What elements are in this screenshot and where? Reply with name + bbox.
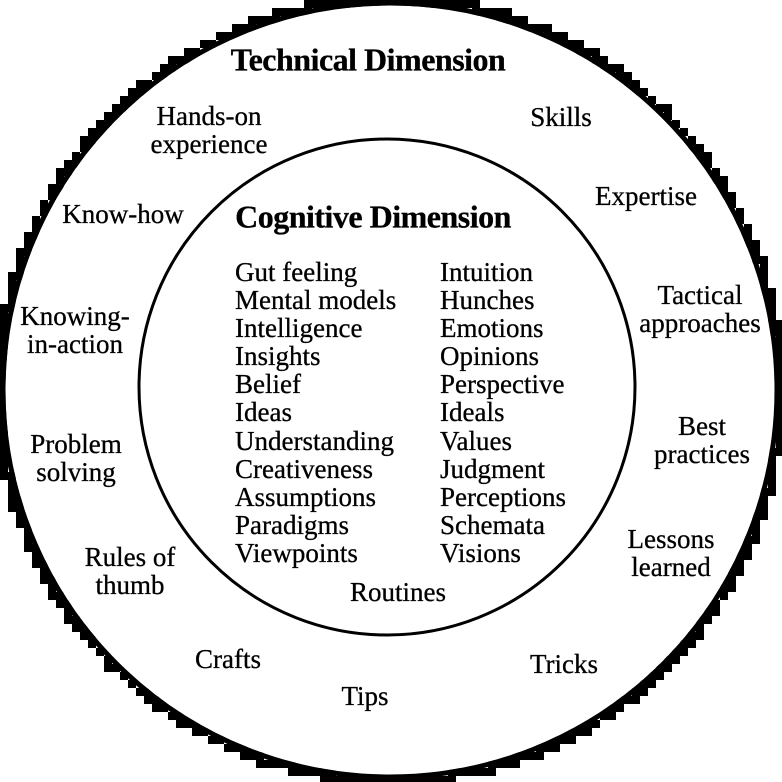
outer-label-expertise: Expertise	[595, 181, 697, 211]
cognitive-item: Creativeness	[235, 453, 373, 484]
cognitive-item: Assumptions	[235, 481, 377, 512]
outer-label-know-how: Know-how	[62, 199, 184, 229]
outer-label-rules-of-thumb: Rules of thumb	[84, 542, 176, 600]
cognitive-item: Values	[440, 425, 512, 456]
outer-label-knowing-in-action: Knowing- in-action	[20, 301, 130, 359]
cognitive-item: Emotions	[440, 313, 544, 344]
cognitive-item: Insights	[235, 341, 321, 372]
cognitive-item: Belief	[235, 369, 301, 400]
cognitive-items-right-column: Intuition Hunches Emotions Opinions Pers…	[440, 258, 566, 567]
cognitive-item: Visions	[440, 537, 521, 568]
cognitive-item: Ideals	[440, 397, 505, 428]
inner-circle-title: Cognitive Dimension	[235, 198, 512, 235]
cognitive-item: Perceptions	[440, 481, 566, 512]
cognitive-item: Understanding	[235, 425, 394, 456]
inner-circle	[137, 137, 637, 637]
cognitive-item: Intelligence	[235, 313, 363, 344]
cognitive-item: Hunches	[440, 285, 535, 316]
cognitive-item: Schemata	[440, 509, 545, 540]
outer-label-tactical-approaches: Tactical approaches	[639, 280, 761, 338]
inner-label-routines: Routines	[349, 577, 447, 607]
cognitive-item: Gut feeling	[235, 257, 358, 287]
outer-label-crafts: Crafts	[195, 644, 261, 674]
outer-label-tips: Tips	[341, 681, 389, 711]
cognitive-item: Mental models	[235, 285, 397, 316]
cognitive-item: Perspective	[440, 369, 565, 400]
outer-label-skills: Skills	[530, 102, 592, 132]
outer-label-tricks: Tricks	[529, 649, 599, 679]
cognitive-item: Paradigms	[235, 509, 349, 540]
outer-ring-title: Technical Dimension	[230, 41, 506, 78]
outer-label-problem-solving: Problem solving	[30, 429, 122, 487]
cognitive-items-left-column: Gut feeling Mental models Intelligence I…	[235, 257, 397, 568]
cognitive-item: Ideas	[235, 397, 292, 428]
outer-label-lessons-learned: Lessons learned	[627, 524, 715, 582]
cognitive-item: Judgment	[440, 453, 545, 484]
cognitive-item: Opinions	[440, 341, 540, 372]
cognitive-item: Intuition	[440, 257, 533, 287]
outer-label-hands-on-experience: Hands-on experience	[150, 101, 268, 159]
outer-circle-interior	[5, 5, 775, 775]
cognitive-item: Viewpoints	[235, 537, 358, 568]
outer-label-best-practices: Best practices	[654, 411, 750, 469]
